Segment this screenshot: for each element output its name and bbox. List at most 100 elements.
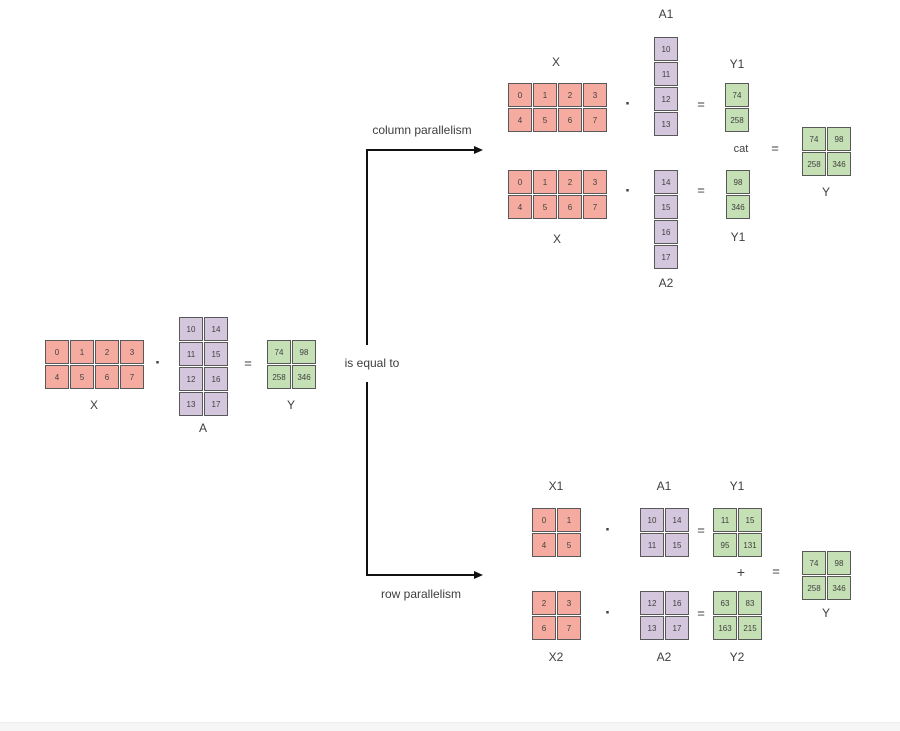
multiply-dot: · [605,603,611,622]
matrix-cell: 1 [533,170,557,194]
matrix-cell: 74 [267,340,291,364]
matrix-cell: 7 [583,195,607,219]
matrix-cell: 1 [533,83,557,107]
row-par-a1-label: A1 [656,479,672,493]
matrix-cell: 14 [654,170,678,194]
multiply-dot: · [155,353,161,372]
matrix-cell: 4 [532,533,556,557]
matrix-cell: 15 [204,342,228,366]
row-par-y1-label: Y1 [729,479,745,493]
equals-sign: = [697,182,705,198]
matrix-y-label: Y [286,398,295,412]
matrix-cell: 13 [640,616,664,640]
matrix-cell: 258 [802,576,826,600]
row-par-y2-label: Y2 [729,650,745,664]
matrix-cell: 11 [179,342,203,366]
multiply-dot: · [605,520,611,539]
matrix-cell: 7 [557,616,581,640]
matrix-cell: 98 [827,127,851,151]
matrix-cell: 3 [120,340,144,364]
matrix-cell: 14 [204,317,228,341]
matrix-cell: 5 [70,365,94,389]
matrix-a-label: A [198,421,207,435]
col-par-row1-y1-label: Y1 [729,57,745,71]
matrix-cell: 5 [533,195,557,219]
matrix-cell: 16 [654,220,678,244]
matrix-cell: 5 [557,533,581,557]
matrix-cell: 11 [640,533,664,557]
matrix-cell: 6 [558,108,582,132]
matrix-cell: 6 [558,195,582,219]
window-bottom-edge [0,722,900,731]
col-par-row1-x-label: X [551,55,560,69]
matrix-cell: 13 [654,112,678,136]
matrix-cell: 258 [725,108,749,132]
matrix-cell: 16 [204,367,228,391]
row-par-y-label: Y [821,606,830,620]
multiply-dot: · [625,94,631,113]
matrix-cell: 98 [292,340,316,364]
column-arrowhead-icon [474,145,483,154]
matrix-cell: 11 [654,62,678,86]
equals-sign: = [771,140,779,156]
matrix-cell: 258 [267,365,291,389]
col-par-a1-label: A1 [658,7,674,21]
column-arrow-vertical-line [366,150,368,345]
matrix-cell: 13 [179,392,203,416]
matrix-cell: 7 [120,365,144,389]
matrix-cell: 74 [725,83,749,107]
matrix-cell: 4 [508,108,532,132]
is-equal-to-text: is equal to [344,356,400,370]
matrix-cell: 3 [557,591,581,615]
matrix-cell: 16 [665,591,689,615]
matrix-cell: 2 [558,83,582,107]
row-par-x2-label: X2 [548,650,564,664]
matrix-cell: 74 [802,551,826,575]
col-par-y-label: Y [821,185,830,199]
matrix-cell: 74 [802,127,826,151]
equals-sign: = [772,563,780,579]
matrix-cell: 0 [45,340,69,364]
cat-text: cat [733,143,749,155]
matrix-cell: 346 [827,576,851,600]
matrix-cell: 3 [583,170,607,194]
matrix-cell: 12 [179,367,203,391]
matrix-cell: 3 [583,83,607,107]
matrix-cell: 1 [557,508,581,532]
matrix-cell: 131 [738,533,762,557]
row-arrow-vertical-line [366,382,368,575]
col-par-a2-label: A2 [658,276,674,290]
matrix-cell: 17 [204,392,228,416]
matrix-cell: 15 [665,533,689,557]
matrix-cell: 0 [508,170,532,194]
plus-sign: + [736,564,746,580]
matrix-cell: 98 [726,170,750,194]
matrix-cell: 11 [713,508,737,532]
col-par-row2-y1-label: Y1 [730,230,746,244]
matrix-cell: 5 [533,108,557,132]
matrix-cell: 17 [665,616,689,640]
row-par-a2-label: A2 [656,650,672,664]
matrix-cell: 163 [713,616,737,640]
matrix-cell: 4 [508,195,532,219]
row-par-x1-label: X1 [548,479,564,493]
matrix-cell: 10 [640,508,664,532]
matrix-x-label: X [89,398,98,412]
matrix-cell: 0 [532,508,556,532]
matrix-cell: 346 [292,365,316,389]
matrix-cell: 63 [713,591,737,615]
multiply-dot: · [625,181,631,200]
matrix-cell: 14 [665,508,689,532]
column-arrow-horizontal-line [366,149,474,151]
